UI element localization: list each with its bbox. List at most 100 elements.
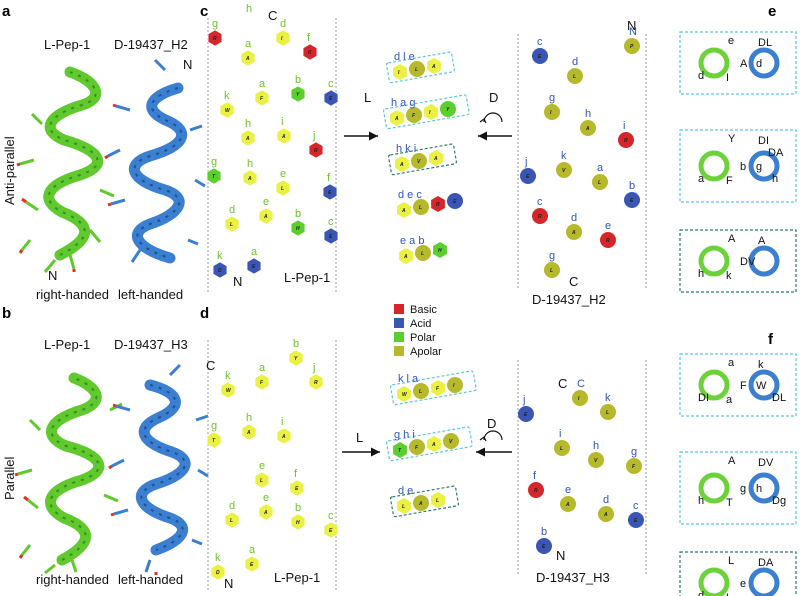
f-label-1-1: g	[740, 483, 746, 495]
c-right-heptad-0: c	[537, 36, 543, 48]
d-right-heptad-0: j	[522, 394, 525, 406]
f-label-1-5: h	[756, 483, 762, 495]
c-mid-heptad-0: d l e	[394, 51, 415, 63]
c-mid-res-label-2-2: A	[433, 156, 438, 162]
c-mid-res-label-3-2: R	[436, 202, 440, 208]
c-mid-heptad-3: d e c	[398, 189, 422, 201]
a-l-helix	[17, 72, 114, 272]
d-left-residue-3: R	[314, 380, 318, 386]
d-mid-res-label-2-0: L	[402, 504, 405, 510]
d-left-heptad-13: k	[215, 552, 221, 564]
d-right-heptad-9: c	[633, 500, 639, 512]
e-label-1-0: Y	[728, 133, 736, 145]
c-left-residue-0: R	[213, 36, 217, 42]
c-right-heptad-9: b	[629, 180, 635, 192]
d-left-heptad-0: b	[293, 338, 299, 350]
c-right-caption: D-19437_H2	[532, 292, 606, 307]
c-left-heptad-12: g	[211, 156, 217, 168]
d-left-residue-6: A	[281, 434, 286, 440]
e-label-0-3: I	[726, 72, 729, 84]
e-label-1-1: b	[740, 161, 746, 173]
c-mid-res-label-4-0: A	[403, 254, 408, 260]
d-left-residue-9: L	[230, 518, 233, 524]
f-label-0-4: k	[758, 359, 764, 371]
d-mid-res-label-2-2: L	[436, 498, 439, 504]
c-left-heptad-17: e	[263, 196, 269, 208]
f-label-0-0: a	[728, 357, 735, 369]
legend-label-2: Polar	[410, 332, 436, 344]
e-l-wheel-1	[701, 153, 727, 179]
c-left-heptad-1: h	[246, 3, 252, 15]
c-left-heptad-13: h	[247, 158, 253, 170]
legend-swatch-1	[394, 318, 404, 328]
c-left-residue-9: A	[245, 136, 250, 142]
e-label-1-5: g	[756, 161, 762, 173]
b-right-handed: right-handed	[36, 572, 109, 587]
c-right-c: C	[569, 274, 578, 289]
e-label-0-2: d	[698, 70, 704, 82]
d-left-hex-grid: YbWkFaRjTgAhAiLeEfLdAeHbEcDkEa	[207, 338, 338, 580]
c-left-heptad-8: c	[328, 78, 334, 90]
d-rotate-icon	[484, 431, 502, 440]
c-left-hex-grid: RghIdAaKfWkFaYbEcAhAiRjTgAhLeEfLdAeHbEcD…	[207, 3, 338, 278]
c-left-heptad-0: g	[212, 18, 218, 30]
e-label-0-5: d	[756, 58, 762, 70]
d-caption: L-Pep-1	[274, 570, 320, 585]
d-left-heptad-9: d	[229, 500, 235, 512]
e-label-1-6: h	[772, 173, 778, 185]
c-mid-res-label-4-1: L	[421, 251, 424, 257]
f-label-1-0: A	[728, 455, 736, 467]
legend-label-1: Acid	[410, 318, 431, 330]
c-left-heptad-20: k	[217, 250, 223, 262]
d-left-heptad-12: c	[328, 510, 334, 522]
a-label-d: D-19437_H2	[114, 37, 188, 52]
d-right-n: N	[556, 548, 565, 563]
f-label-0-2: DI	[698, 392, 709, 404]
c-left-heptad-15: f	[327, 172, 331, 184]
f-label-0-5: W	[756, 380, 767, 392]
d-left-residue-10: A	[263, 510, 268, 516]
d-right-heptad-3: i	[559, 428, 561, 440]
panel-label-e: e	[768, 3, 776, 20]
legend-swatch-3	[394, 346, 404, 356]
e-label-2-2: h	[698, 268, 704, 280]
d-right-heptad-10: b	[541, 526, 547, 538]
d-right-heptad-2: k	[605, 392, 611, 404]
c-right-heptad-12: e	[605, 220, 611, 232]
d-mid-res-label-0-1: L	[419, 389, 422, 395]
c-left-heptad-7: b	[295, 74, 301, 86]
c-L-label: L	[364, 90, 371, 105]
c-mid-res-label-0-1: L	[415, 67, 418, 73]
c-left-residue-17: A	[263, 214, 268, 220]
d-right-residue-2: L	[606, 410, 609, 416]
d-left-residue-11: H	[296, 520, 300, 526]
c-middle-pairs: ILAd l eAFIYh a gAVAh k iALREd e cALHe a…	[383, 51, 469, 264]
c-mid-res-label-0-2: A	[431, 64, 436, 70]
b-l-helix	[15, 378, 122, 573]
c-right-heptad-8: a	[597, 162, 604, 174]
f-label-0-3: a	[726, 394, 733, 406]
d-right-residue-6: R	[534, 488, 538, 494]
d-right-heptad-1: C	[577, 378, 585, 390]
d-right-heptad-4: h	[593, 440, 599, 452]
c-right-heptad-6: j	[524, 156, 527, 168]
a-side-label: Anti-parallel	[2, 136, 17, 205]
panel-label-b: b	[2, 305, 11, 322]
c-left-residue-13: A	[247, 176, 252, 182]
d-mid-heptad-0: k l a	[398, 373, 419, 385]
d-mid-heptad-2: d e	[398, 485, 413, 497]
c-right-heptad-1: d	[572, 56, 578, 68]
f-label-1-2: h	[698, 495, 704, 507]
c-caption: L-Pep-1	[284, 270, 330, 285]
c-left-heptad-3: a	[245, 38, 252, 50]
c-right-heptad-13: g	[549, 250, 555, 262]
c-mid-res-label-1-0: A	[394, 116, 399, 122]
d-right-circle-grid: EjICLkLiVhFgRfAeAdEcEb	[518, 378, 644, 554]
c-left-residue-4: K	[308, 50, 312, 56]
b-label-d: D-19437_H3	[114, 337, 188, 352]
d-right-heptad-7: e	[565, 484, 571, 496]
d-L-label: L	[356, 430, 363, 445]
c-right-heptad-10: c	[537, 196, 543, 208]
